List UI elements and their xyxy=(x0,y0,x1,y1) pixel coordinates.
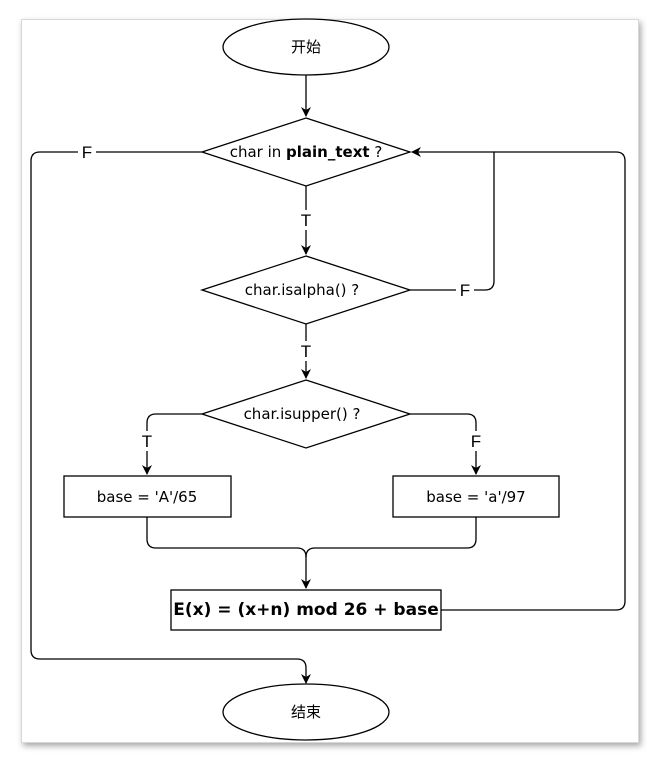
cond3-true-label: T xyxy=(142,432,152,451)
edge-cond3-false xyxy=(410,413,481,475)
process-base-upper: base = 'A'/65 xyxy=(63,475,232,518)
process-base-upper-label: base = 'A'/65 xyxy=(97,488,198,506)
edge-encrypt-loop xyxy=(441,151,626,611)
process-encrypt: E(x) = (x+n) mod 26 + base xyxy=(170,589,442,631)
start-label: 开始 xyxy=(291,38,321,56)
cond1-true-label: T xyxy=(301,211,311,230)
cond1-false-label: F xyxy=(82,143,92,162)
process-encrypt-label: E(x) = (x+n) mod 26 + base xyxy=(173,600,438,620)
cond3-false-label: F xyxy=(471,432,481,451)
edge-cond1-false xyxy=(30,151,311,684)
decision-isupper: char.isupper() ? xyxy=(199,379,413,449)
edge-base-upper-merge xyxy=(146,517,311,589)
decision-char-in-plaintext: char in plain_text ? xyxy=(199,117,413,187)
process-base-lower: base = 'a'/97 xyxy=(392,475,560,518)
cond2-true-label: T xyxy=(301,342,311,361)
end-node: 结束 xyxy=(222,683,390,741)
decision-isalpha-label: char.isalpha() ? xyxy=(245,281,360,299)
start-node: 开始 xyxy=(222,18,390,76)
decision-isupper-label: char.isupper() ? xyxy=(244,405,361,423)
edge-base-lower-merge xyxy=(305,517,477,558)
cond2-false-label: F xyxy=(460,281,470,300)
end-label: 结束 xyxy=(291,703,321,721)
decision-isalpha: char.isalpha() ? xyxy=(199,255,413,325)
edge-cond3-true xyxy=(142,413,202,475)
process-base-lower-label: base = 'a'/97 xyxy=(426,488,525,506)
decision-char-in-plaintext-label: char in plain_text ? xyxy=(230,143,383,161)
edge-cond2-false xyxy=(410,147,495,291)
